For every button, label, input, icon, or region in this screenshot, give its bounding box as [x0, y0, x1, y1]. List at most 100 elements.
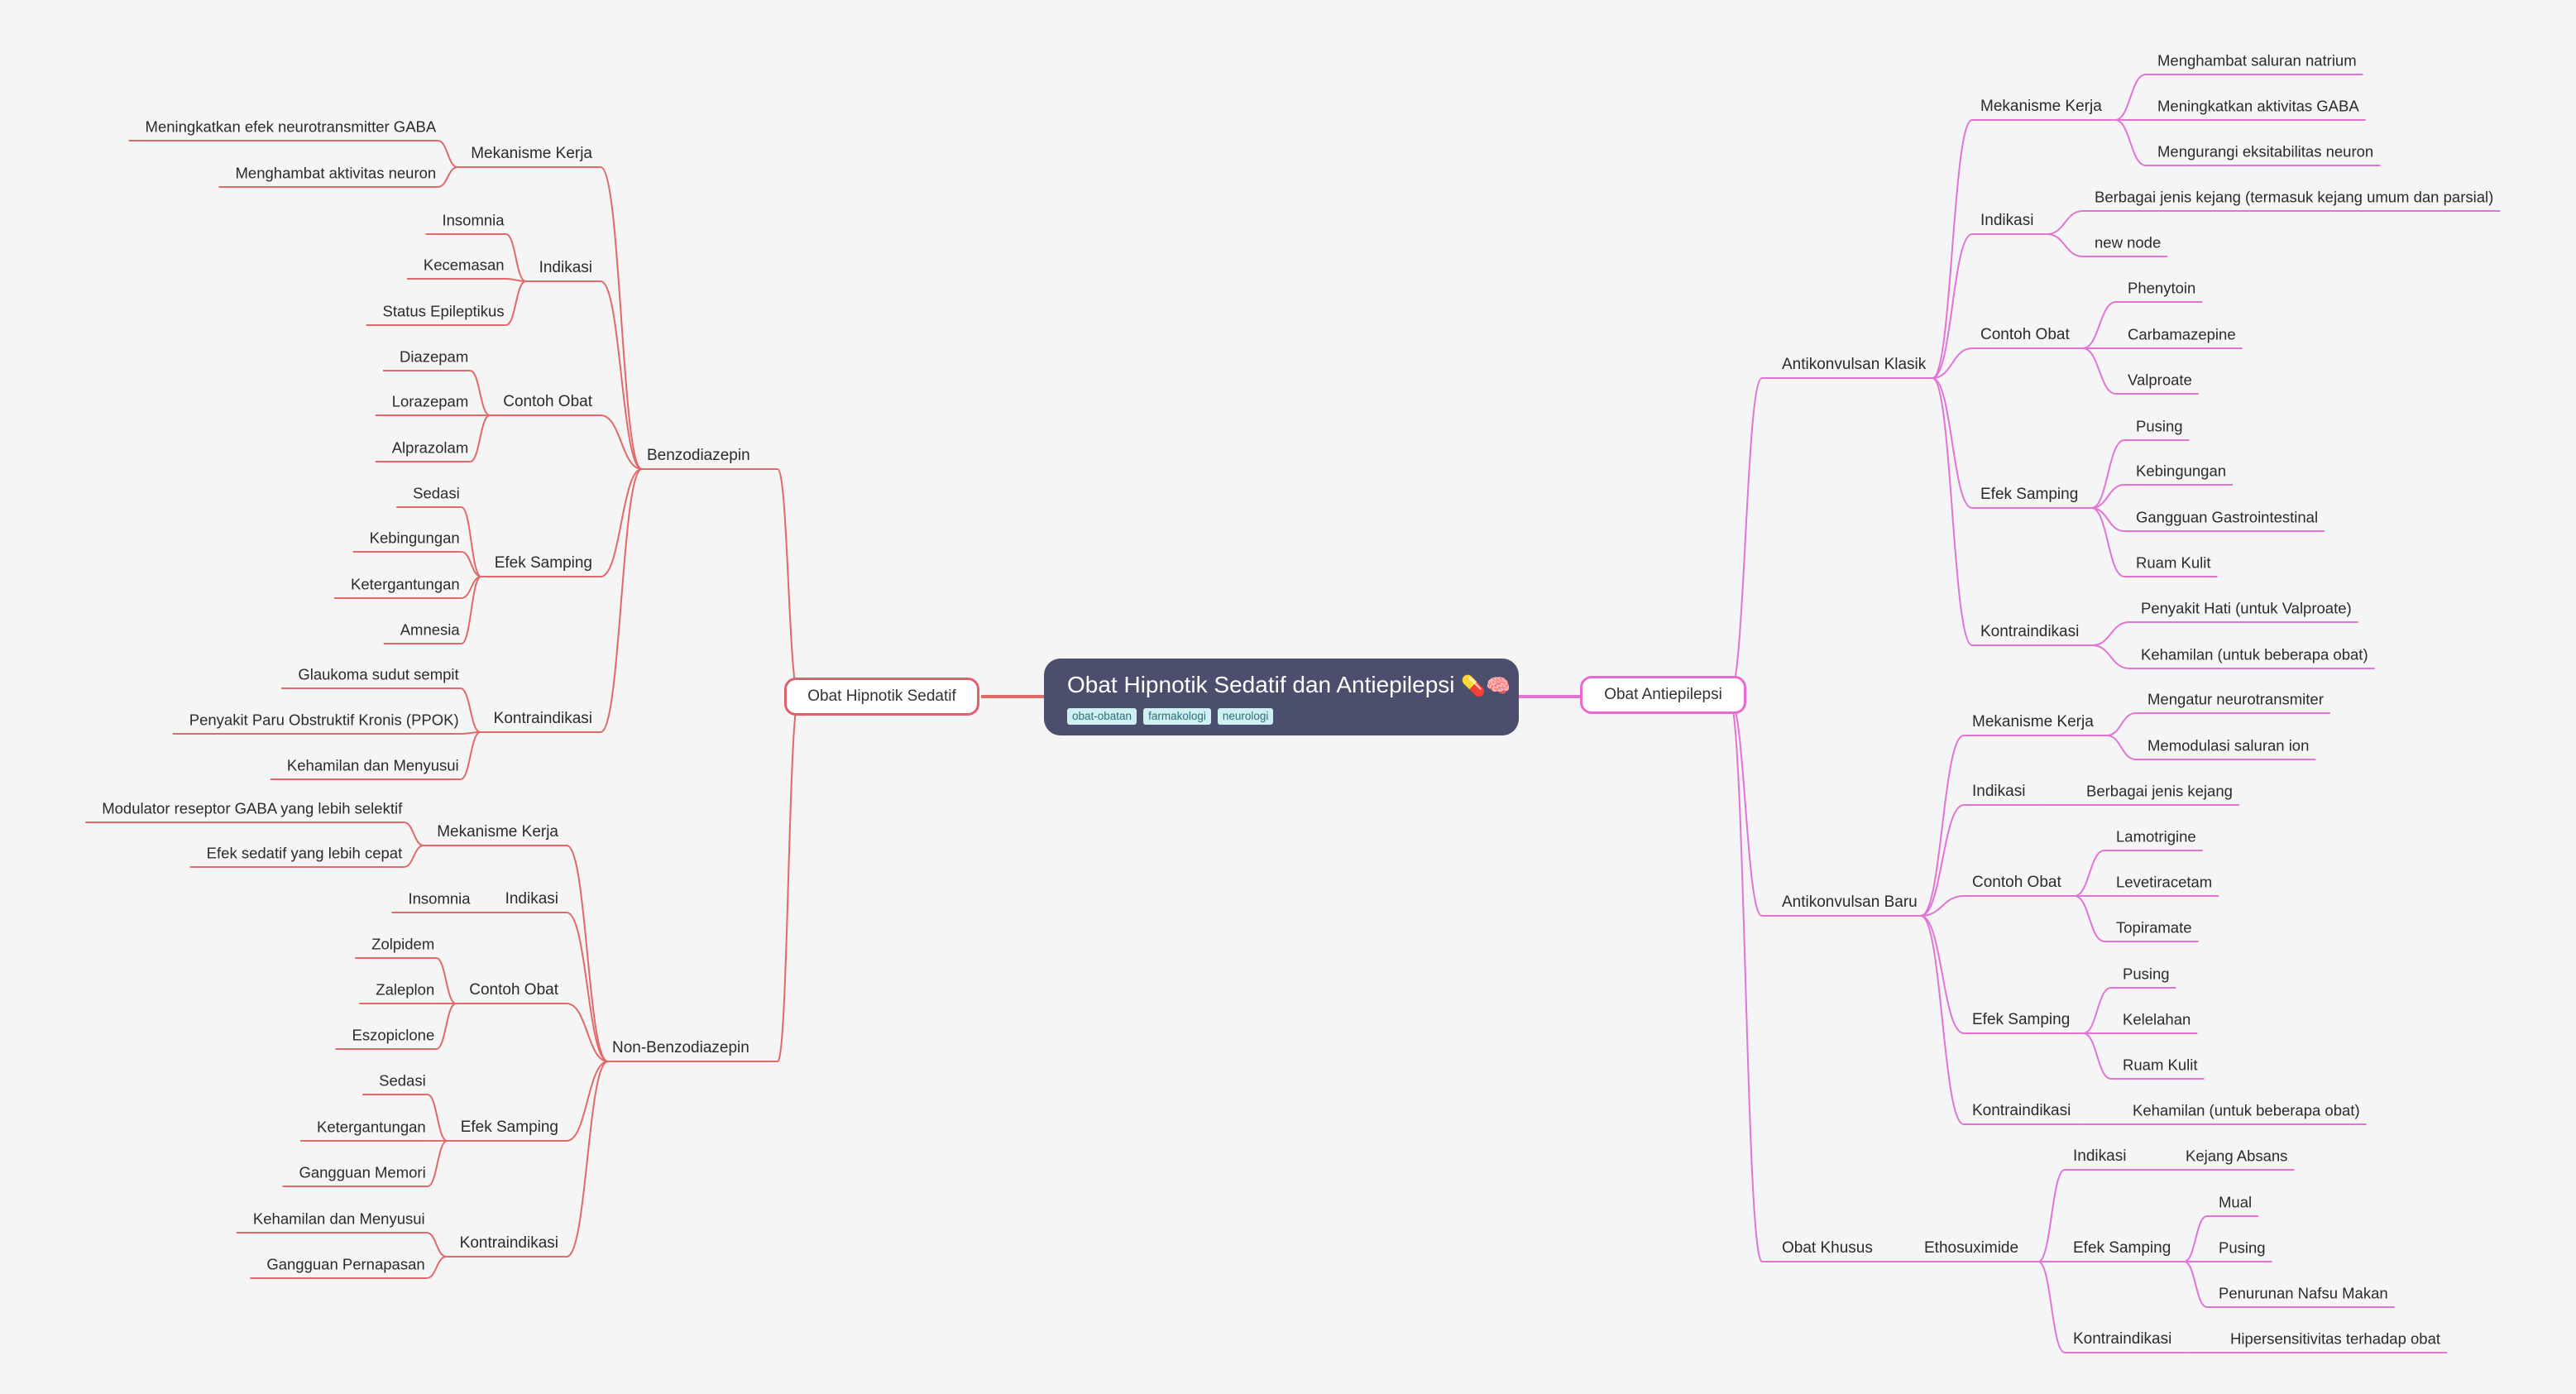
node-meningkatkan-efek-neurotransmitter-gaba[interactable]: Meningkatkan efek neurotransmitter GABA	[145, 117, 437, 136]
node-efek-samping[interactable]: Efek Samping	[2073, 1239, 2171, 1257]
node-contoh-obat[interactable]: Contoh Obat	[469, 981, 558, 999]
node-contoh-obat[interactable]: Contoh Obat	[1980, 326, 2070, 343]
node-gangguan-memori[interactable]: Gangguan Memori	[299, 1163, 426, 1181]
node-carbamazepine[interactable]: Carbamazepine	[2128, 325, 2236, 343]
branch-obat-antiepilepsi[interactable]: Obat Antiepilepsi	[1580, 676, 1746, 714]
node-ruam-kulit[interactable]: Ruam Kulit	[2136, 553, 2211, 572]
node-kelelahan[interactable]: Kelelahan	[2123, 1010, 2191, 1028]
node-efek-samping[interactable]: Efek Samping	[1972, 1011, 2071, 1028]
branch-obat-hipnotik-sedatif[interactable]: Obat Hipnotik Sedatif	[784, 678, 979, 716]
node-gangguan-pernapasan[interactable]: Gangguan Pernapasan	[266, 1255, 425, 1273]
node-amnesia[interactable]: Amnesia	[400, 620, 460, 639]
node-glaukoma-sudut-sempit[interactable]: Glaukoma sudut sempit	[298, 665, 459, 683]
node-kontraindikasi[interactable]: Kontraindikasi	[459, 1234, 558, 1252]
node-eszopiclone[interactable]: Eszopiclone	[352, 1026, 435, 1044]
node-kehamilan-dan-menyusui[interactable]: Kehamilan dan Menyusui	[252, 1210, 425, 1228]
node-kehamilan-untuk-beberapa-obat[interactable]: Kehamilan (untuk beberapa obat)	[2133, 1101, 2360, 1119]
node-mengurangi-eksitabilitas-neuron[interactable]: Mengurangi eksitabilitas neuron	[2157, 142, 2374, 160]
node-hipersensitivitas-terhadap-obat[interactable]: Hipersensitivitas terhadap obat	[2230, 1329, 2441, 1348]
node-benzodiazepin[interactable]: Benzodiazepin	[647, 447, 750, 464]
node-indikasi[interactable]: Indikasi	[505, 890, 558, 908]
node-indikasi[interactable]: Indikasi	[1972, 783, 2026, 800]
node-modulator-reseptor-gaba-yang-lebih-selektif[interactable]: Modulator reseptor GABA yang lebih selek…	[102, 799, 403, 817]
connector-line	[435, 1003, 457, 1050]
node-diazepam[interactable]: Diazepam	[399, 347, 469, 366]
node-zaleplon[interactable]: Zaleplon	[376, 980, 435, 999]
tag-obat-obatan[interactable]: obat-obatan	[1067, 708, 1137, 725]
node-penyakit-hati-untuk-valproate[interactable]: Penyakit Hati (untuk Valproate)	[2141, 599, 2352, 617]
node-ketergantungan[interactable]: Ketergantungan	[351, 575, 460, 593]
node-ethosuximide[interactable]: Ethosuximide	[1924, 1239, 2019, 1257]
node-antikonvulsan-baru[interactable]: Antikonvulsan Baru	[1782, 893, 1918, 911]
connector-line	[2074, 850, 2105, 897]
node-status-epileptikus[interactable]: Status Epileptikus	[382, 302, 505, 320]
node-gangguan-gastrointestinal[interactable]: Gangguan Gastrointestinal	[2136, 508, 2319, 526]
node-indikasi[interactable]: Indikasi	[2073, 1147, 2127, 1165]
node-kejang-absans[interactable]: Kejang Absans	[2186, 1147, 2288, 1165]
node-kehamilan-dan-menyusui[interactable]: Kehamilan dan Menyusui	[286, 756, 459, 774]
node-contoh-obat[interactable]: Contoh Obat	[1972, 874, 2061, 891]
node-mengatur-neurotransmiter[interactable]: Mengatur neurotransmiter	[2147, 690, 2324, 708]
node-pusing[interactable]: Pusing	[2123, 965, 2170, 983]
node-zolpidem[interactable]: Zolpidem	[371, 935, 435, 953]
node-topiramate[interactable]: Topiramate	[2116, 918, 2192, 937]
node-lorazepam[interactable]: Lorazepam	[391, 392, 469, 410]
connector-line	[1920, 804, 1965, 917]
node-sedasi[interactable]: Sedasi	[413, 484, 460, 502]
node-menghambat-saluran-natrium[interactable]: Menghambat saluran natrium	[2157, 51, 2357, 69]
node-penurunan-nafsu-makan[interactable]: Penurunan Nafsu Makan	[2219, 1284, 2388, 1302]
node-berbagai-jenis-kejang-termasuk-kejang-umum-dan-parsial[interactable]: Berbagai jenis kejang (termasuk kejang u…	[2095, 188, 2494, 206]
connector-line	[2183, 1261, 2208, 1308]
node-indikasi[interactable]: Indikasi	[1980, 212, 2034, 229]
node-efek-samping[interactable]: Efek Samping	[494, 554, 592, 572]
node-penyakit-paru-obstruktif-kronis-ppok[interactable]: Penyakit Paru Obstruktif Kronis (PPOK)	[189, 711, 459, 729]
node-kebingungan[interactable]: Kebingungan	[2136, 462, 2227, 480]
node-indikasi[interactable]: Indikasi	[539, 259, 592, 276]
node-mekanisme-kerja[interactable]: Mekanisme Kerja	[1980, 98, 2102, 115]
node-mekanisme-kerja[interactable]: Mekanisme Kerja	[437, 823, 558, 841]
node-contoh-obat[interactable]: Contoh Obat	[503, 393, 592, 410]
connector-line	[777, 696, 800, 1062]
node-efek-sedatif-yang-lebih-cepat[interactable]: Efek sedatif yang lebih cepat	[206, 844, 403, 862]
node-meningkatkan-aktivitas-gaba[interactable]: Meningkatkan aktivitas GABA	[2157, 97, 2359, 115]
node-ruam-kulit[interactable]: Ruam Kulit	[2123, 1056, 2198, 1074]
node-kehamilan-untuk-beberapa-obat[interactable]: Kehamilan (untuk beberapa obat)	[2141, 645, 2368, 663]
node-insomnia[interactable]: Insomnia	[408, 889, 471, 908]
node-kebingungan[interactable]: Kebingungan	[369, 529, 460, 547]
node-pusing[interactable]: Pusing	[2136, 417, 2183, 435]
node-alprazolam[interactable]: Alprazolam	[391, 438, 469, 457]
node-mual[interactable]: Mual	[2219, 1193, 2253, 1211]
node-valproate[interactable]: Valproate	[2128, 371, 2192, 389]
node-kontraindikasi[interactable]: Kontraindikasi	[1980, 623, 2080, 640]
node-sedasi[interactable]: Sedasi	[379, 1071, 426, 1090]
node-kontraindikasi[interactable]: Kontraindikasi	[1972, 1102, 2071, 1119]
node-pusing[interactable]: Pusing	[2219, 1238, 2266, 1257]
node-mekanisme-kerja[interactable]: Mekanisme Kerja	[471, 145, 592, 162]
tag-neurologi[interactable]: neurologi	[1217, 708, 1274, 725]
node-phenytoin[interactable]: Phenytoin	[2128, 279, 2196, 297]
connector-line	[1920, 895, 1965, 917]
node-mekanisme-kerja[interactable]: Mekanisme Kerja	[1972, 713, 2094, 731]
node-antikonvulsan-klasik[interactable]: Antikonvulsan Klasik	[1782, 356, 1927, 373]
node-lamotrigine[interactable]: Lamotrigine	[2116, 827, 2196, 846]
node-new-node[interactable]: new node	[2095, 233, 2162, 251]
node-menghambat-aktivitas-neuron[interactable]: Menghambat aktivitas neuron	[235, 164, 437, 182]
tag-farmakologi[interactable]: farmakologi	[1143, 708, 1211, 725]
node-kontraindikasi[interactable]: Kontraindikasi	[493, 710, 592, 727]
connector-line	[403, 822, 424, 846]
node-ketergantungan[interactable]: Ketergantungan	[317, 1118, 426, 1136]
connector-line	[435, 957, 457, 1004]
connector-line	[1728, 696, 1763, 917]
root-node[interactable]: Obat Hipnotik Sedatif dan Antiepilepsi 💊…	[1044, 659, 1519, 735]
node-kecemasan[interactable]: Kecemasan	[423, 256, 505, 274]
node-efek-samping[interactable]: Efek Samping	[1980, 486, 2079, 503]
node-insomnia[interactable]: Insomnia	[442, 211, 505, 229]
node-non-benzodiazepin[interactable]: Non-Benzodiazepin	[612, 1039, 749, 1056]
node-kontraindikasi[interactable]: Kontraindikasi	[2073, 1330, 2172, 1348]
node-berbagai-jenis-kejang[interactable]: Berbagai jenis kejang	[2086, 782, 2233, 800]
connector-line	[2106, 735, 2137, 760]
node-efek-samping[interactable]: Efek Samping	[460, 1119, 558, 1136]
node-memodulasi-saluran-ion[interactable]: Memodulasi saluran ion	[2147, 736, 2310, 754]
node-obat-khusus[interactable]: Obat Khusus	[1782, 1239, 1873, 1257]
node-levetiracetam[interactable]: Levetiracetam	[2116, 873, 2213, 891]
